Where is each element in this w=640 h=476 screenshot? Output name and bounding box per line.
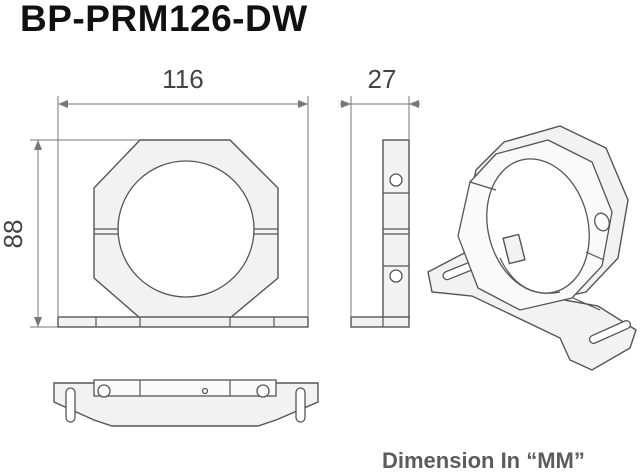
bottom-slot-right [295,387,306,423]
iso-inner-clip [502,233,526,265]
height-arrow-top [34,140,42,150]
bottom-center-hole [201,387,209,395]
front-view [57,139,309,328]
width-label: 116 [162,64,203,94]
iso-bore-inner-edge [499,257,561,294]
height-dimension: 88 [0,139,140,328]
height-arrow-bottom [34,317,42,327]
bottom-center-block [93,379,277,397]
depth-dimension: 27 [340,64,420,316]
bottom-bolt-hole-left [97,384,111,398]
bottom-slot-left [65,387,76,423]
side-base-plate [350,316,410,328]
bottom-bolt-hole-right [256,384,270,398]
width-dimension: 116 [57,64,309,316]
depth-arrow-right [409,100,419,108]
isometric-view [427,125,637,371]
front-pipe-opening [117,160,255,298]
product-title: BP-PRM126-DW [20,0,308,39]
depth-arrow-left [341,100,351,108]
width-arrow-right [298,100,308,108]
iso-slot-front [588,320,632,344]
front-base-plate [57,316,309,328]
height-label: 88 [0,220,28,249]
side-view [350,139,410,328]
depth-label: 27 [368,64,397,94]
iso-side-bolt-hole [594,212,610,232]
iso-split-seam-right [585,251,605,261]
width-arrow-left [58,100,68,108]
bottom-view [53,379,319,427]
side-bolt-hole-bottom [389,269,403,283]
iso-split-seam-left [469,181,497,191]
dimension-unit-note: Dimension In “MM” [382,448,585,473]
side-bolt-hole-top [389,173,403,187]
